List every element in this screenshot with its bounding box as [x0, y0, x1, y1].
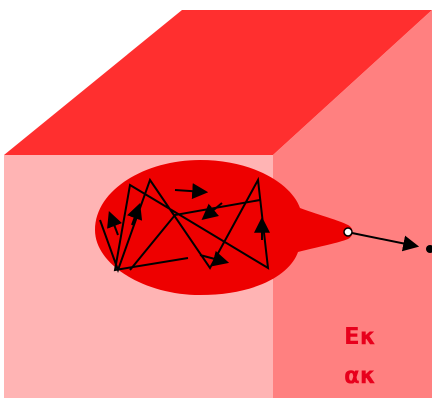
- cavity-opening: [344, 228, 352, 236]
- caption-line-2: ακ: [344, 365, 376, 388]
- caption-line-1: Εκ: [344, 326, 376, 349]
